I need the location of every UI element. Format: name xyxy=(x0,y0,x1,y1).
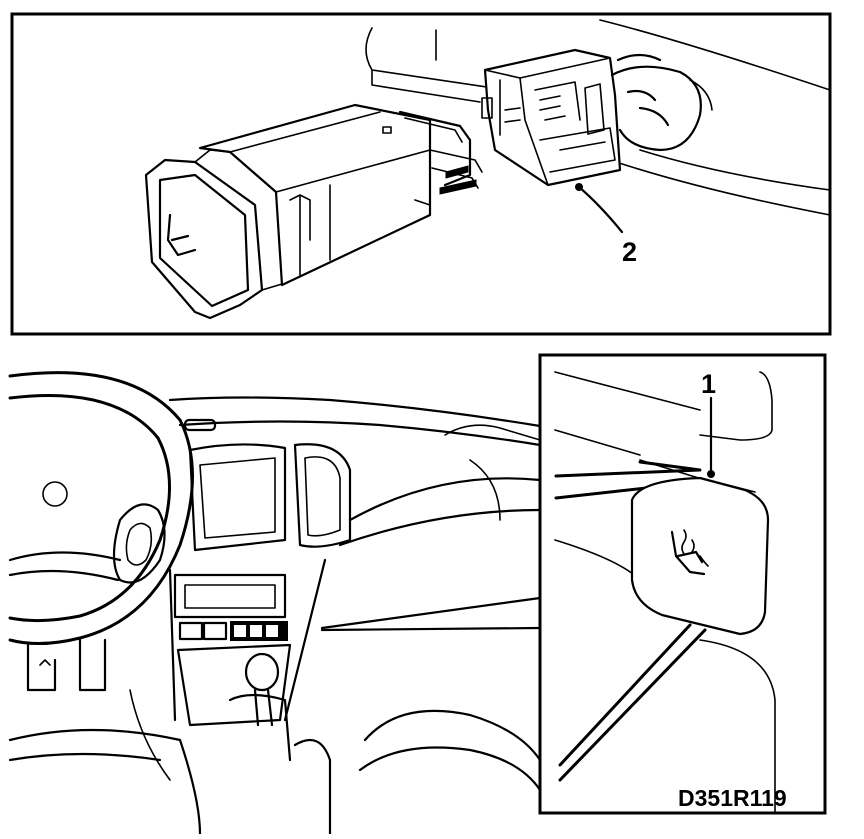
inset-detail: 1 D351R119 xyxy=(538,353,827,815)
seat-heater-switch-body xyxy=(144,103,483,320)
steering-wheel xyxy=(8,371,194,646)
connector-plug xyxy=(481,48,713,187)
connector-callout: 2 xyxy=(575,183,637,267)
switch-row xyxy=(178,621,288,641)
callout-2-label: 2 xyxy=(622,237,637,267)
callout-1-label: 1 xyxy=(701,369,716,399)
seat-heater-switch xyxy=(630,476,770,636)
hand xyxy=(610,53,702,152)
top-panel-dashboard-lines xyxy=(365,19,831,216)
seat-heater-icon xyxy=(670,529,709,576)
figure-code: D351R119 xyxy=(678,785,787,811)
dashboard-overview xyxy=(8,371,542,836)
switch-callout: 1 xyxy=(701,369,716,478)
top-panel: 2 xyxy=(10,12,832,336)
seat-heater-symbol-icon xyxy=(166,213,197,257)
